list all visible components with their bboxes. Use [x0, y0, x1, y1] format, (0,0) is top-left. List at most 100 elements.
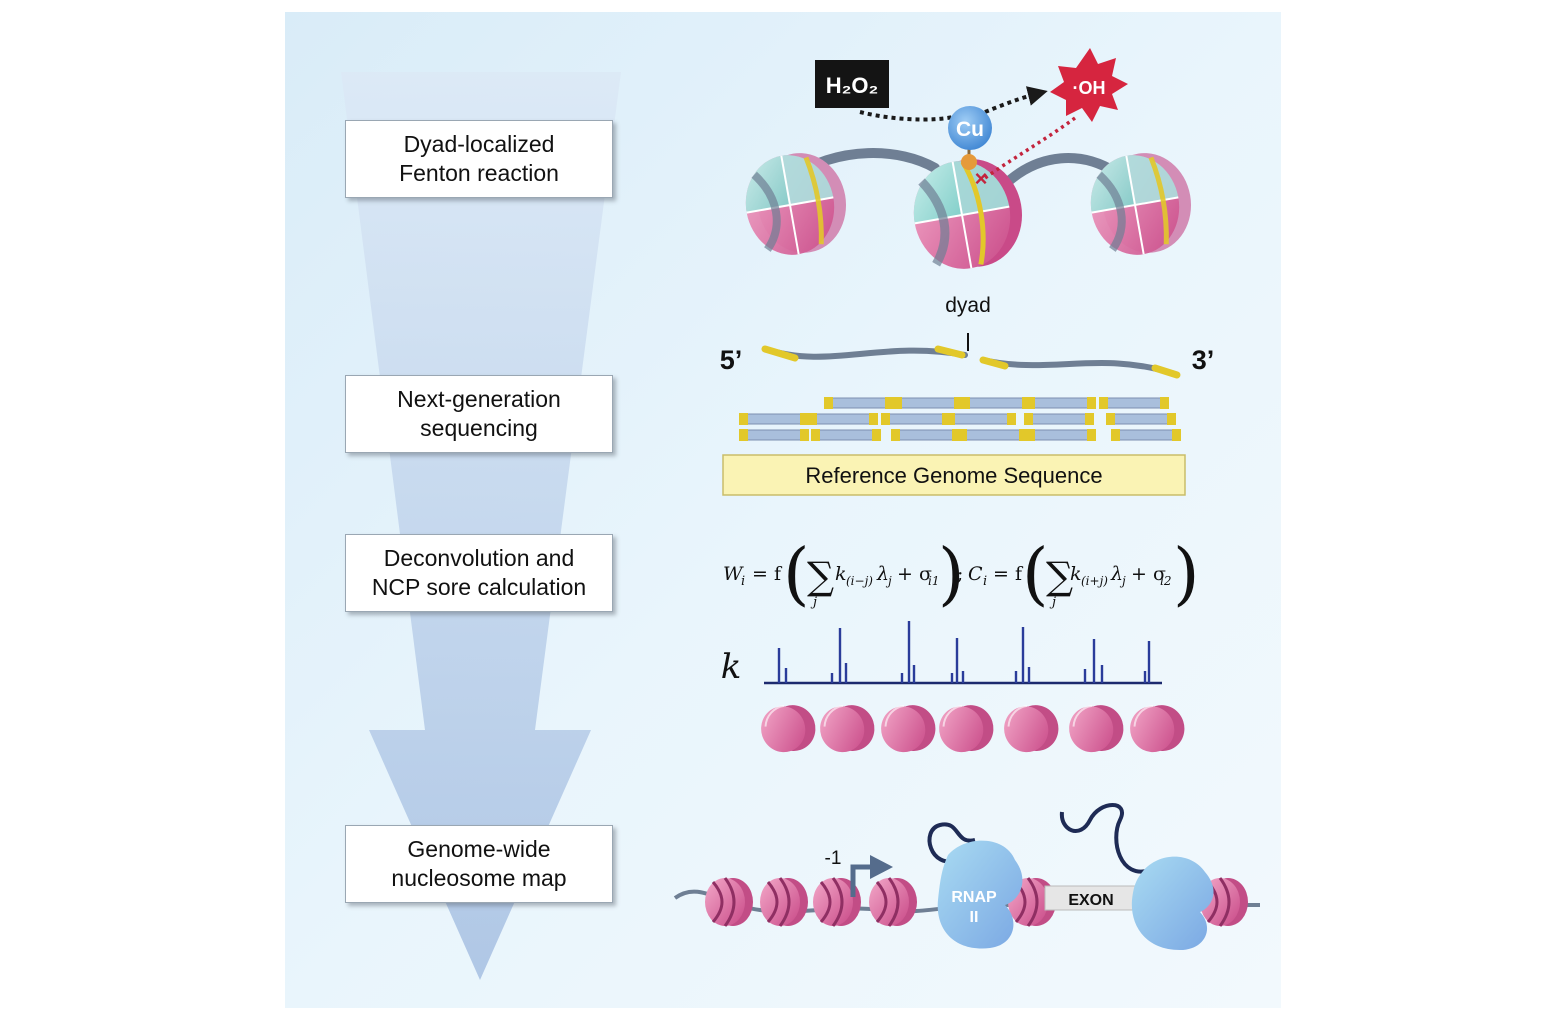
deconvolution-section: W i = f ( ∑ j k (i−j) λ j + σ i1 ) ; C i… — [721, 535, 1200, 753]
ncp-icon — [1130, 704, 1185, 753]
map-nucleosome-icon — [1200, 877, 1248, 927]
ncp-icon — [1069, 704, 1124, 753]
formula-w: W i = f ( ∑ j k (i−j) λ j + σ i1 ) ; — [723, 535, 965, 614]
fenton-section: H₂O₂ ·OH × Cu — [745, 48, 1192, 269]
rna-transcript — [927, 822, 976, 864]
sequencing-reads — [739, 397, 1181, 441]
sequencing-read — [811, 429, 881, 441]
cleavage-line — [983, 116, 1077, 180]
rnap-ii — [937, 840, 1023, 949]
cleavage-mark-icon: × — [975, 166, 988, 191]
k-label: k — [721, 647, 742, 687]
svg-text:∑: ∑ — [807, 554, 834, 598]
sequencing-read — [808, 413, 878, 425]
tss-label: -1 — [825, 848, 842, 869]
svg-text:W: W — [723, 563, 744, 585]
svg-text:λ: λ — [1110, 563, 1123, 585]
step-box-deconvolution: Deconvolution and NCP sore calculation — [345, 534, 613, 612]
svg-text:i1: i1 — [928, 574, 939, 588]
step-label-line1: Next-generation — [397, 386, 561, 412]
cu-anchor — [961, 154, 977, 170]
sequencing-read — [739, 429, 809, 441]
step-label-line2: NCP sore calculation — [371, 574, 587, 600]
h2o2-label: H₂O₂ — [826, 73, 879, 98]
map-nucleosome-icon — [705, 877, 753, 927]
sequencing-read — [881, 413, 951, 425]
exon-label: EXON — [1068, 892, 1113, 909]
sequencing-read — [891, 429, 961, 441]
svg-text:j: j — [810, 595, 817, 610]
rnap-label-line1: RNAP — [951, 889, 997, 906]
svg-text:i2: i2 — [1160, 574, 1171, 588]
rnap-label-line2: II — [970, 909, 979, 926]
step-label-line1: Dyad-localized — [403, 131, 555, 157]
sequencing-read — [1024, 413, 1094, 425]
step-label-line1: Genome-wide — [407, 836, 551, 862]
svg-text:+ σ: + σ — [1131, 563, 1166, 585]
ncp-row — [761, 704, 1185, 753]
cu-label: Cu — [956, 118, 984, 141]
svg-text:(i+j): (i+j) — [1081, 574, 1108, 588]
ncp-icon — [761, 704, 816, 753]
ncp-icon — [881, 704, 936, 753]
rnap-ii-elongating — [1131, 856, 1214, 950]
sequencing-read — [958, 429, 1028, 441]
tss-arrow — [850, 864, 872, 897]
dyad-label: dyad — [945, 294, 991, 317]
cu-sphere — [948, 106, 992, 150]
sequencing-read — [739, 413, 809, 425]
sequencing-read — [1026, 397, 1096, 409]
svg-text:j: j — [1049, 595, 1056, 610]
svg-text:(i−j): (i−j) — [846, 574, 873, 588]
sequencing-section: dyad 5’ 3’ Reference Genome Sequence — [720, 294, 1215, 496]
reference-genome-bar — [722, 454, 1186, 496]
svg-text:λ: λ — [876, 563, 889, 585]
h2o2-box — [815, 60, 889, 108]
formula-c: C i = f ( ∑ j k (i+j) λ j + σ i2 ) — [968, 535, 1200, 614]
ncp-icon — [939, 704, 994, 753]
rna-transcript — [1059, 803, 1151, 874]
sequencing-read — [946, 413, 1016, 425]
five-prime-label: 5’ — [720, 345, 743, 375]
step-box-sequencing: Next-generation sequencing — [345, 375, 613, 453]
ncp-icon — [1004, 704, 1059, 753]
nucleosome-center — [913, 159, 1023, 269]
svg-text:= f: = f — [993, 563, 1024, 585]
reference-genome-label: Reference Genome Sequence — [805, 463, 1102, 488]
sequencing-read — [1099, 397, 1169, 409]
exon-box — [1044, 885, 1138, 911]
step-label-line2: Fenton reaction — [399, 160, 559, 186]
sequencing-read — [961, 397, 1031, 409]
ncp-icon — [820, 704, 875, 753]
svg-text:): ) — [1173, 535, 1200, 614]
svg-text:i: i — [741, 574, 745, 589]
svg-text:= f: = f — [752, 563, 783, 585]
sequencing-read — [893, 397, 963, 409]
reaction-arrow-head — [984, 86, 1048, 114]
nucleosome-right — [1090, 153, 1192, 255]
sequencing-read — [824, 397, 894, 409]
linker-dna — [1005, 153, 1120, 185]
step-label-line2: sequencing — [420, 415, 538, 441]
dna-fragment-right — [980, 357, 1178, 377]
k-peaks — [777, 621, 1151, 683]
svg-text:;: ; — [957, 563, 963, 585]
sequencing-read — [1106, 413, 1176, 425]
svg-text:+ σ: + σ — [897, 563, 932, 585]
map-nucleosome-icon — [760, 877, 808, 927]
svg-text:): ) — [938, 535, 965, 614]
svg-text:k: k — [1070, 563, 1082, 585]
sequencing-read — [1111, 429, 1181, 441]
nucleosome-left — [745, 153, 847, 255]
svg-text:∑: ∑ — [1046, 554, 1073, 598]
three-prime-label: 3’ — [1192, 345, 1215, 375]
workflow-arrow — [341, 72, 621, 980]
svg-text:i: i — [983, 574, 987, 589]
svg-text:k: k — [835, 563, 847, 585]
step-box-map: Genome-wide nucleosome map — [345, 825, 613, 903]
map-nucleosome-icon — [869, 877, 917, 927]
radical-burst-icon — [1050, 48, 1128, 122]
step-label-line2: nucleosome map — [391, 865, 567, 891]
svg-text:j: j — [885, 574, 892, 588]
